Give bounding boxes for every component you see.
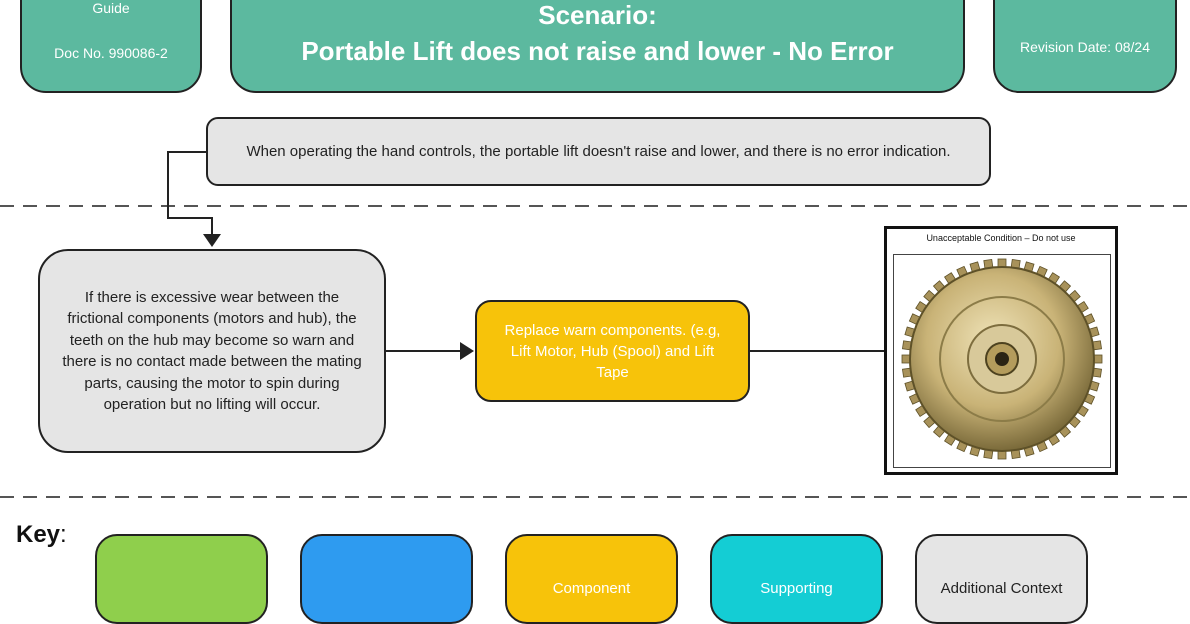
key-label: Supporting (760, 580, 833, 597)
key-swatch-yellow: Component (505, 534, 678, 624)
key-label: Additional Context (940, 580, 1063, 597)
scenario-title: Portable Lift does not raise and lower -… (301, 36, 894, 66)
cause-box: If there is excessive wear between the f… (38, 249, 386, 453)
key-swatch-cyan: Supporting (710, 534, 883, 624)
key-swatch-green (95, 534, 268, 624)
doc-number: Doc No. 990086-2 (54, 45, 168, 61)
guide-label: Guide (92, 0, 130, 16)
photo-caption: Unacceptable Condition – Do not use (926, 233, 1076, 243)
action-text: Replace warn components. (e.g, Lift Moto… (504, 321, 721, 381)
key-label: Component (552, 580, 631, 597)
scenario-title-panel: Scenario: Portable Lift does not raise a… (230, 0, 965, 93)
key-swatch-grey: Additional Context (915, 534, 1088, 624)
gear-bore (995, 352, 1009, 366)
arrowhead-down (203, 234, 221, 247)
arrowhead-right (460, 342, 474, 360)
doc-info-panel: Guide Doc No. 990086-2 (20, 0, 202, 93)
cause-text: If there is excessive wear between the f… (62, 288, 362, 414)
worn-hub-photo (893, 254, 1111, 468)
key-swatch-blue (300, 534, 473, 624)
revision-date: Revision Date: 08/24 (1020, 38, 1150, 55)
worn-hub-photo-frame: Unacceptable Condition – Do not use (884, 226, 1118, 475)
problem-text: When operating the hand controls, the po… (246, 143, 951, 160)
action-box: Replace warn components. (e.g, Lift Moto… (475, 300, 750, 402)
connector-problem-to-cause (167, 151, 213, 236)
connector-layer (0, 151, 1190, 498)
gear-illustration (901, 258, 1103, 460)
scenario-label: Scenario: (538, 0, 657, 30)
key-title: Key: (16, 521, 67, 548)
gear-ring (939, 296, 1065, 422)
revision-panel: Revision Date: 08/24 (993, 0, 1177, 93)
problem-description-box: When operating the hand controls, the po… (206, 117, 991, 186)
